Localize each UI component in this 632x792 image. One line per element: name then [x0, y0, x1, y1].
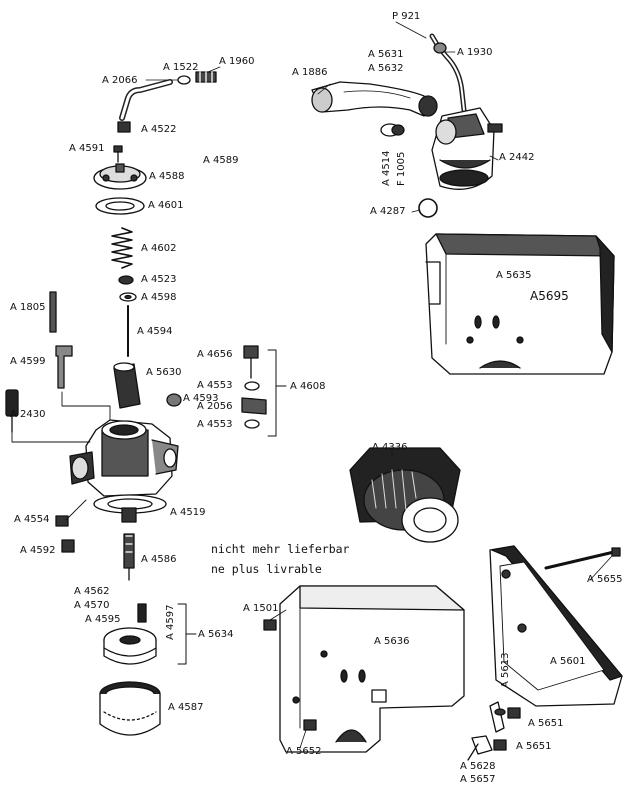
label-a4287: A 4287 — [370, 206, 406, 217]
label-p921: P 921 — [392, 11, 421, 22]
float-chamber-flange-icon — [93, 494, 167, 523]
slide-a5630-icon — [113, 362, 141, 409]
label-a4608: A 4608 — [290, 381, 326, 392]
label-a5695: A5695 — [530, 289, 569, 303]
label-a4602: A 4602 — [141, 243, 177, 254]
label-a4601: A 4601 — [148, 200, 184, 211]
label-a1886: A 1886 — [292, 67, 328, 78]
label-a5634: A 5634 — [198, 629, 234, 640]
label-a4599: A 4599 — [10, 356, 46, 367]
bracket-clip-a5613-icon — [489, 701, 506, 733]
label-a5657: A 5657 — [460, 774, 496, 785]
label-a4656: A 4656 — [197, 349, 233, 360]
pin-a4595-icon — [137, 603, 147, 623]
label-a4589: A 4589 — [203, 155, 239, 166]
mounting-bracket-a5601-icon — [489, 545, 623, 707]
label-a5651b: A 5651 — [516, 741, 552, 752]
screw-a4591-icon — [113, 145, 123, 163]
carburetor-assembly-icon — [431, 107, 503, 190]
label-a1805: A 1805 — [10, 302, 46, 313]
label-a1960: A 1960 — [219, 56, 255, 67]
label-a5651a: A 5651 — [528, 718, 564, 729]
long-bolt-a5655-icon — [544, 547, 621, 570]
label-a4522: A 4522 — [141, 124, 177, 135]
label-a4570: A 4570 — [74, 600, 110, 611]
float-bowl-a4587-icon — [99, 681, 161, 736]
label-a2056: A 2056 — [197, 401, 233, 412]
label-a4587: A 4587 — [168, 702, 204, 713]
label-a5630: A 5630 — [146, 367, 182, 378]
gasket-a4601-icon — [95, 197, 145, 215]
label-a4591: A 4591 — [69, 143, 105, 154]
float-a5634-icon — [103, 627, 157, 665]
strap-a5628-icon — [467, 735, 493, 761]
label-a4598: A 4598 — [141, 292, 177, 303]
label-a1930: A 1930 — [457, 47, 493, 58]
label-a4588: A 4588 — [149, 171, 185, 182]
notice-not-available-fr: ne plus livrable — [211, 562, 322, 576]
intake-elbow-icon — [311, 81, 438, 117]
connector-lines-left — [11, 391, 111, 521]
label-a5636: A 5636 — [374, 636, 410, 647]
brace-a5634-icon — [177, 603, 197, 665]
choke-lever-a4599-icon — [55, 345, 73, 389]
carburetor-body-icon — [69, 419, 179, 497]
label-a2442: A 2442 — [499, 152, 535, 163]
label-a4592: A 4592 — [20, 545, 56, 556]
label-a4595: A 4595 — [85, 614, 121, 625]
fuel-line-icon — [429, 33, 467, 113]
bolt-a5651-icon — [493, 707, 521, 751]
label-f1005: F 1005 — [396, 151, 407, 186]
label-a4593: A 4593 — [183, 393, 219, 404]
label-a4519: A 4519 — [170, 507, 206, 518]
label-a4514: A 4514 — [381, 150, 392, 186]
label-a5632: A 5632 — [368, 63, 404, 74]
label-a4553a: A 4553 — [197, 380, 233, 391]
throttle-cable-elbow-icon — [119, 79, 173, 121]
air-filter-element-a4336-icon — [349, 447, 461, 543]
label-a4523: A 4523 — [141, 274, 177, 285]
air-filter-box-a5636-icon — [279, 585, 465, 753]
plunger-a2430-icon — [5, 389, 19, 433]
label-a5655: A 5655 — [587, 574, 623, 585]
jet-a4586-icon — [123, 533, 135, 581]
label-a5601: A 5601 — [550, 656, 586, 667]
air-filter-box-a5635-icon — [425, 233, 615, 375]
spring-a4602-icon — [111, 227, 133, 269]
screw-a4554-icon — [55, 515, 69, 527]
washer-a4598-icon — [119, 292, 137, 302]
notice-not-available-de: nicht mehr lieferbar — [211, 542, 350, 556]
label-a5628: A 5628 — [460, 761, 496, 772]
label-a4594: A 4594 — [137, 326, 173, 337]
mixing-chamber-cover-icon — [93, 163, 147, 190]
rod-a1805-icon — [49, 291, 57, 333]
label-a2430: A 2430 — [10, 409, 46, 420]
bolt-a5652-icon — [303, 719, 317, 731]
label-a4597: A 4597 — [165, 604, 176, 640]
label-a1501: A 1501 — [243, 603, 279, 614]
label-a4336: A 4336 — [372, 442, 408, 453]
brace-a4608-icon — [267, 349, 287, 437]
label-a1522: A 1522 — [163, 62, 199, 73]
clip-a4523-icon — [118, 275, 134, 285]
label-a5635: A 5635 — [496, 270, 532, 281]
label-a4586: A 4586 — [141, 554, 177, 565]
label-a5613: A 5613 — [500, 652, 511, 688]
label-a5631: A 5631 — [368, 49, 404, 60]
label-a4553b: A 4553 — [197, 419, 233, 430]
nut-a1501-icon — [263, 619, 277, 631]
label-a4554: A 4554 — [14, 514, 50, 525]
nut-a4522-icon — [117, 121, 131, 133]
screw-a4592-icon — [61, 539, 75, 553]
label-a4562: A 4562 — [74, 586, 110, 597]
bracket-a4608-icon — [166, 345, 267, 429]
cable-adjuster-icon — [177, 71, 217, 85]
clamp-a4514-icon — [380, 123, 405, 137]
o-ring-a4287-icon — [418, 198, 438, 218]
label-a2066: A 2066 — [102, 75, 138, 86]
label-a5652: A 5652 — [286, 746, 322, 757]
leader-lines — [145, 21, 613, 749]
